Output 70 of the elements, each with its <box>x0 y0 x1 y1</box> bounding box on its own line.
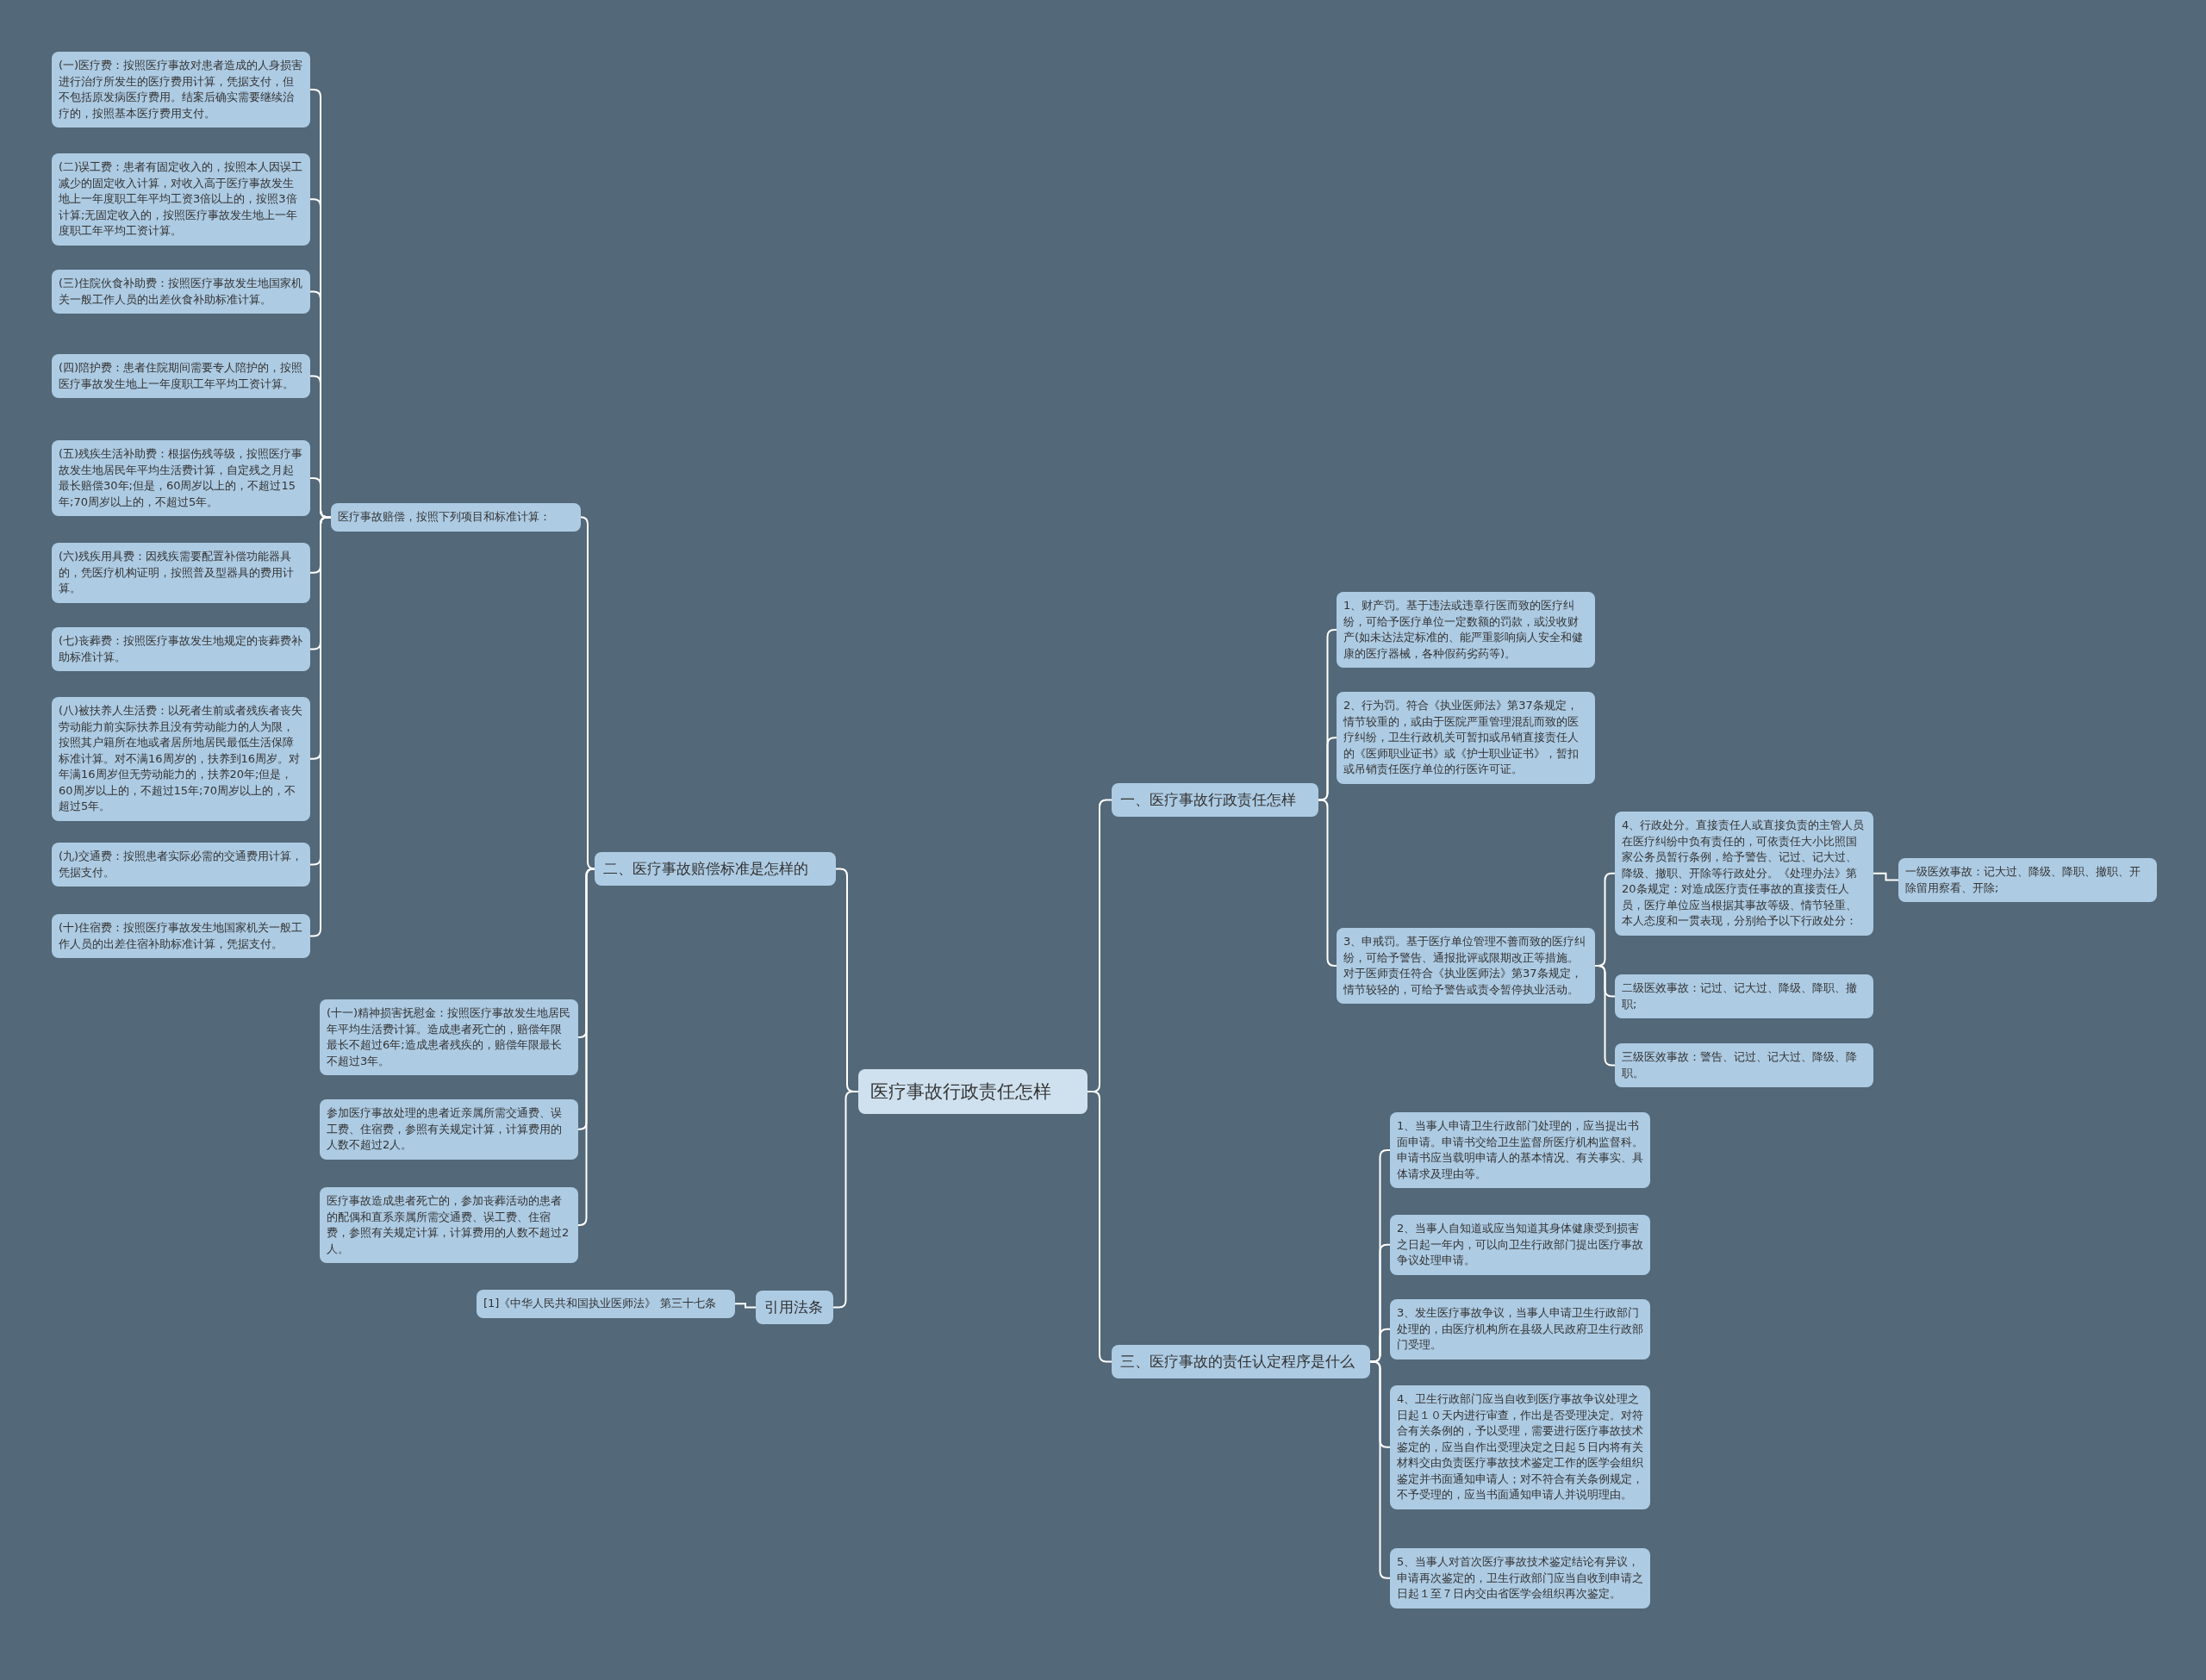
topic-text: (六)残疾用具费：因残疾需要配置补偿功能器具的，凭医疗机构证明，按照普及型器具的费用计算。 <box>59 549 295 596</box>
topic-text: 医疗事故行政责任怎样 <box>870 1080 1052 1104</box>
topic-text: 3、发生医疗事故争议，当事人申请卫生行政部门处理的，由医疗机构所在县级人民政府卫生行政部门受理。 <box>1397 1305 1643 1353</box>
topic-text: 二级医效事故：记过、记大过、降级、降职、撤职; <box>1622 980 1858 1012</box>
detail-topic-box <box>331 503 581 532</box>
branch-topic-box <box>1112 783 1318 817</box>
topic-text: (七)丧葬费：按照医疗事故发生地规定的丧葬费补助标准计算。 <box>59 633 303 665</box>
detail-topic-box <box>52 153 310 246</box>
detail-topic-box <box>320 1099 578 1160</box>
detail-topic-box <box>1337 592 1595 668</box>
topic-text: (一)医疗费：按照医疗事故对患者造成的人身损害进行治疗所发生的医疗费用计算，凭据支付，但不包括原发病医疗费用。结案后确实需要继续治疗的，按照基本医疗费用支付。 <box>59 58 303 121</box>
connector-line <box>580 516 595 870</box>
topic-text: 引用法条 <box>764 1297 824 1317</box>
topic-text: 5、当事人对首次医疗事故技术鉴定结论有异议，申请再次鉴定的，卫生行政部门应当自收到申请之日起１至７日内交由省医学会组织再次鉴定。 <box>1397 1554 1643 1602</box>
detail-topic-box <box>52 440 310 516</box>
branch-topic-box <box>595 852 836 886</box>
connector-line <box>1318 799 1337 967</box>
connector-line <box>1087 1091 1112 1363</box>
topic-text: (十一)精神损害抚慰金：按照医疗事故发生地居民年平均生活费计算。造成患者死亡的，赔偿年限最长不超过6年;造成患者残疾的，赔偿年限最长不超过3年。 <box>327 1005 571 1069</box>
detail-topic-box <box>1390 1215 1650 1275</box>
detail-topic-box <box>52 914 310 958</box>
detail-topic-box <box>1615 812 1873 936</box>
topic-text: (十)住宿费：按照医疗事故发生地国家机关一般工作人员的出差住宿补助标准计算，凭据支付。 <box>59 920 303 952</box>
topic-text: 三级医效事故：警告、记过、记大过、降级、降职。 <box>1622 1049 1858 1081</box>
detail-topic-box <box>1615 1043 1873 1087</box>
detail-topic-box <box>1390 1385 1650 1509</box>
topic-text: 2、当事人自知道或应当知道其身体健康受到损害之日起一年内，可以向卫生行政部门提出医疗事故争议处理申请。 <box>1397 1221 1643 1268</box>
detail-topic-box <box>1390 1112 1650 1188</box>
detail-topic-box <box>1615 974 1873 1018</box>
topic-text: (八)被扶养人生活费：以死者生前或者残疾者丧失劳动能力前实际扶养且没有劳动能力的人为限，按照其户籍所在地或者居所地居民最低生活保障标准计算。对不满16周岁的，扶养到16周岁。对年满16周岁但无劳动能力的，扶养20年;但是，60周岁以上的，不超过15年;70周岁以上的，不超过5年。 <box>59 703 303 814</box>
topic-text: 2、行为罚。符合《执业医师法》第37条规定，情节较重的，或由于医院严重管理混乱而致的医疗纠纷，卫生行政机关可暂扣或吊销直接责任人的《医师职业证书》或《护士职业证书》，暂扣或吊销责任医疗单位的行医许可证。 <box>1343 698 1580 777</box>
topic-text: 参加医疗事故处理的患者近亲属所需交通费、误工费、住宿费，参照有关规定计算，计算费用的人数不超过2人。 <box>327 1105 563 1153</box>
detail-topic-box <box>1337 692 1595 784</box>
topic-text: 4、卫生行政部门应当自收到医疗事故争议处理之日起１０天内进行审查，作出是否受理决定。对符合有关条例的，予以受理，需要进行医疗事故技术鉴定的，应当自作出受理决定之日起５日内将有关材料交由负责医疗事故技术鉴定工作的医学会组织鉴定并书面通知申请人；对不符合有关条例规定，不予受理的，应当书面通知申请人并说明理由。 <box>1397 1391 1643 1503</box>
detail-topic-box <box>52 270 310 314</box>
topic-text: 3、申戒罚。基于医疗单位管理不善而致的医疗纠纷，可给予警告、通报批评或限期改正等措施。对于医师责任符合《执业医师法》第37条规定，情节较轻的，可给予警告或责令暂停执业活动。 <box>1343 934 1587 998</box>
detail-topic-box <box>1898 858 2157 902</box>
topic-text: 一、医疗事故行政责任怎样 <box>1120 790 1297 810</box>
connector-line <box>577 868 595 1226</box>
detail-topic-box <box>52 843 310 887</box>
detail-topic-box <box>52 52 310 128</box>
topic-text: [1]《中华人民共和国执业医师法》 第三十七条 <box>483 1296 717 1311</box>
topic-text: 医疗事故赔偿，按照下列项目和标准计算： <box>338 509 552 525</box>
topic-text: 三、医疗事故的责任认定程序是什么 <box>1120 1352 1355 1372</box>
topic-text: (五)残疾生活补助费：根据伤残等级，按照医疗事故发生地居民年平均生活费计算，自定残之月起最长赔偿30年;但是，60周岁以上的，不超过15年;70周岁以上的，不超过5年。 <box>59 446 303 510</box>
topic-text: (三)住院伙食补助费：按照医疗事故发生地国家机关一般工作人员的出差伙食补助标准计算。 <box>59 276 303 308</box>
branch-topic-box <box>1112 1345 1370 1378</box>
topic-text: (二)误工费：患者有固定收入的，按照本人因误工减少的固定收入计算，对收入高于医疗事故发生地上一年度职工年平均工资3倍以上的，按照3倍计算;无固定收入的，按照医疗事故发生地上一年度职工年平均工资计算。 <box>59 159 303 239</box>
detail-topic-box <box>52 354 310 398</box>
topic-text: 医疗事故造成患者死亡的，参加丧葬活动的患者的配偶和直系亲属所需交通费、误工费、住宿费，参照有关规定计算，计算费用的人数不超过2人。 <box>327 1193 570 1257</box>
detail-topic-box <box>320 999 578 1075</box>
topic-text: (四)陪护费：患者住院期间需要专人陪护的，按照医疗事故发生地上一年度职工年平均工资计算。 <box>59 360 303 392</box>
detail-topic-box <box>320 1187 578 1263</box>
detail-topic-box <box>52 543 310 603</box>
topic-text: 一级医效事故：记大过、降级、降职、撤职、开除留用察看、开除; <box>1905 864 2141 896</box>
connector-line <box>734 1303 757 1309</box>
detail-topic-box <box>52 697 310 821</box>
topic-text: 1、财产罚。基于违法或违章行医而致的医疗纠纷，可给予医疗单位一定数额的罚款，或没收财产(如未达法定标准的、能严重影响病人安全和健康的医疗器械，各种假药劣药等)。 <box>1343 598 1585 662</box>
topic-text: 1、当事人申请卫生行政部门处理的，应当提出书面申请。申请书交给卫生监督所医疗机构监督科。申请书应当载明申请人的基本情况、有关事实、具体请求及理由等。 <box>1397 1118 1643 1182</box>
connector-line <box>1873 872 1899 881</box>
detail-topic-box <box>1337 928 1595 1004</box>
detail-topic-box <box>1390 1299 1650 1360</box>
topic-text: 4、行政处分。直接责任人或直接负责的主管人员在医疗纠纷中负有责任的，可依责任大小比照国家公务员暂行条例，给予警告、记过、记大过、降级、撤职、开除等行政处分。《处理办法》第20条规定：对造成医疗责任事故的直接责任人员，医疗单位应当根据其事故等级、情节轻重、本人态度和一贯表现，分别给予以下行政处分： <box>1622 818 1866 929</box>
detail-topic-box <box>1390 1548 1650 1608</box>
central-topic-box <box>858 1069 1087 1114</box>
detail-topic-box <box>477 1290 735 1318</box>
branch-topic-box <box>756 1291 833 1324</box>
topic-text: (九)交通费：按照患者实际必需的交通费用计算，凭据支付。 <box>59 849 303 880</box>
detail-topic-box <box>52 627 310 671</box>
topic-text: 二、医疗事故赔偿标准是怎样的 <box>603 859 809 879</box>
